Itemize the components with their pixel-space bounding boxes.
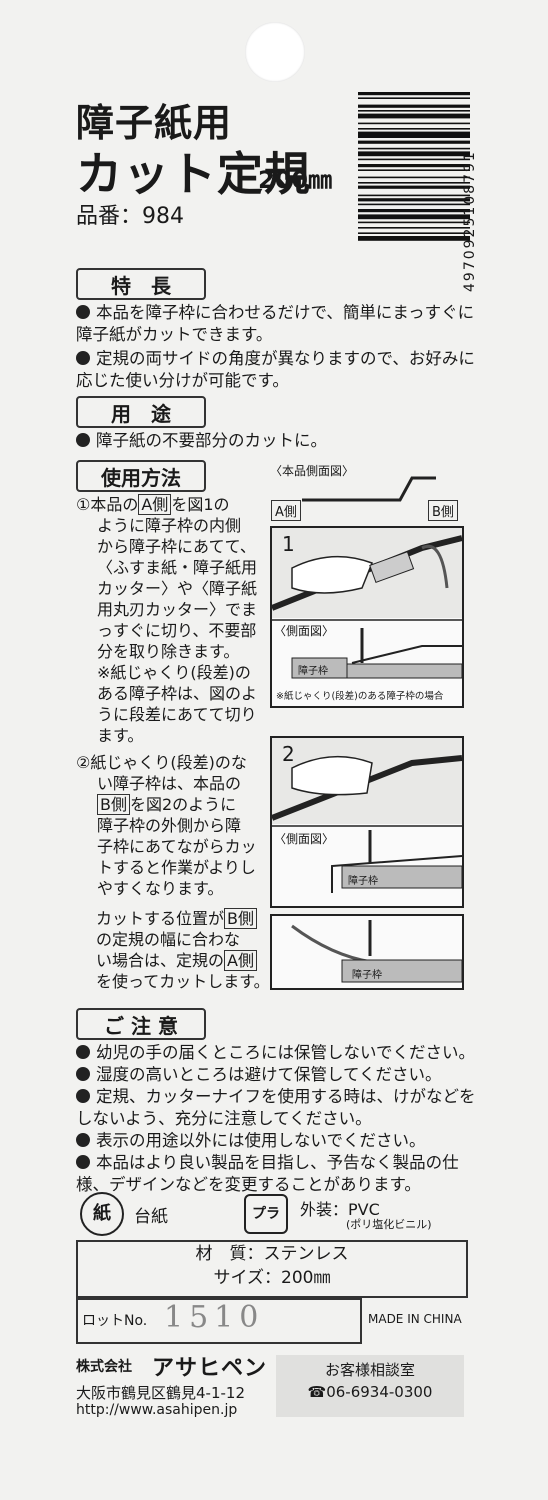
features-heading: 特 長 bbox=[76, 268, 206, 300]
list-item: 障子紙の不要部分のカットに。 bbox=[76, 430, 476, 452]
bullet-icon bbox=[76, 1067, 90, 1081]
figure-2-number: 2 bbox=[282, 742, 295, 766]
figure-1-illustration bbox=[270, 528, 463, 679]
made-in: MADE IN CHINA bbox=[368, 1312, 462, 1326]
figure-3: 障子枠 bbox=[270, 914, 464, 990]
plastic-sub-label: (ポリ塩化ビニル) bbox=[346, 1218, 432, 1231]
title-line1: 障子紙用 bbox=[76, 101, 233, 145]
bullet-icon bbox=[76, 1155, 90, 1169]
title-size: 200㎜ bbox=[258, 166, 333, 194]
list-item: 定規の両サイドの角度が異なりますので、お好みに応じた使い分けが可能です。 bbox=[76, 349, 475, 390]
plastic-recycle-icon: プラ bbox=[244, 1194, 288, 1234]
list-item: 定規、カッターナイフを使用する時は、けがなどをしないよう、充分に注意してください… bbox=[76, 1087, 476, 1128]
figure-1: 1 〈側面図〉 障子枠 ※紙じゃくり(段差)のある障子枠の場合 bbox=[270, 526, 464, 708]
bullet-icon bbox=[76, 1089, 90, 1103]
material-box: 材 質：ステンレス サイズ：200㎜ bbox=[76, 1240, 468, 1298]
plastic-label: 外装：PVC bbox=[300, 1200, 380, 1219]
figure-3-frame-label: 障子枠 bbox=[352, 970, 382, 981]
lot-value: 1510 bbox=[164, 1300, 265, 1335]
barcode bbox=[358, 92, 470, 241]
b-side-label: B側 bbox=[428, 500, 458, 521]
list-item: 本品はより良い製品を目指し、予告なく製品の仕様、デザインなどを変更することがあり… bbox=[76, 1153, 459, 1194]
figure-1-side-label: 〈側面図〉 bbox=[274, 624, 335, 638]
step2-text: ②紙じゃくり(段差)のな い障子枠は、本品の B側を図2のように 障子枠の外側か… bbox=[76, 753, 257, 898]
paper-recycle-icon: 紙 bbox=[80, 1192, 124, 1236]
material-line: 材 質：ステンレス bbox=[195, 1244, 349, 1264]
features-list: 本品を障子枠に合わせるだけで、簡単にまっすぐに障子紙がカットできます。 定規の両… bbox=[76, 302, 476, 392]
bullet-icon bbox=[76, 351, 90, 365]
figure-1-number: 1 bbox=[282, 532, 295, 556]
bullet-icon bbox=[76, 433, 90, 447]
title-line2: カット定規 bbox=[76, 147, 311, 201]
use-heading: 用 途 bbox=[76, 396, 206, 428]
size-line: サイズ：200㎜ bbox=[213, 1268, 331, 1288]
list-item: 表示の用途以外には使用しないでください。 bbox=[76, 1130, 476, 1152]
side-view-title: 〈本品側面図〉 bbox=[270, 464, 355, 478]
lot-box: ロットNo. 1510 bbox=[76, 1298, 362, 1344]
contact-title: お客様相談室 bbox=[324, 1361, 415, 1379]
figure-2: 2 〈側面図〉 障子枠 bbox=[270, 736, 464, 908]
barcode-number: 4970925108791 bbox=[462, 150, 478, 292]
figure-2-frame-label: 障子枠 bbox=[348, 876, 378, 887]
figure-1-caption: ※紙じゃくり(段差)のある障子枠の場合 bbox=[276, 691, 444, 702]
bullet-icon bbox=[76, 305, 90, 319]
bullet-icon bbox=[76, 1133, 90, 1147]
contact-phone: ☎06-6934-0300 bbox=[307, 1383, 433, 1401]
a-side-label: A側 bbox=[271, 500, 301, 521]
figure-2-illustration bbox=[270, 738, 463, 893]
figure-2-side-label: 〈側面図〉 bbox=[274, 832, 335, 846]
ruler-side-view bbox=[302, 476, 436, 502]
list-item: 湿度の高いところは避けて保管してください。 bbox=[76, 1064, 476, 1086]
customer-contact: お客様相談室 ☎06-6934-0300 bbox=[276, 1355, 464, 1417]
list-item: 幼児の手の届くところには保管しないでください。 bbox=[76, 1042, 476, 1064]
caution-list: 幼児の手の届くところには保管しないでください。 湿度の高いところは避けて保管して… bbox=[76, 1042, 476, 1196]
list-item: 本品を障子枠に合わせるだけで、簡単にまっすぐに障子紙がカットできます。 bbox=[76, 303, 475, 344]
howto-heading: 使用方法 bbox=[76, 460, 206, 492]
figure-1-frame-label: 障子枠 bbox=[298, 666, 328, 677]
company-prefix: 株式会社 bbox=[76, 1359, 132, 1375]
hang-hole bbox=[245, 22, 305, 82]
caution-heading: ご 注 意 bbox=[76, 1008, 206, 1040]
lot-label: ロットNo. bbox=[82, 1313, 148, 1329]
company-address: 大阪市鶴見区鶴見4-1-12 bbox=[76, 1384, 245, 1402]
use-list: 障子紙の不要部分のカットに。 bbox=[76, 430, 476, 452]
company-url[interactable]: http://www.asahipen.jp bbox=[76, 1402, 238, 1418]
paper-label: 台紙 bbox=[134, 1207, 168, 1227]
company-logo: アサヒペン bbox=[152, 1356, 268, 1381]
bullet-icon bbox=[76, 1045, 90, 1059]
product-number: 品番：984 bbox=[76, 204, 184, 229]
